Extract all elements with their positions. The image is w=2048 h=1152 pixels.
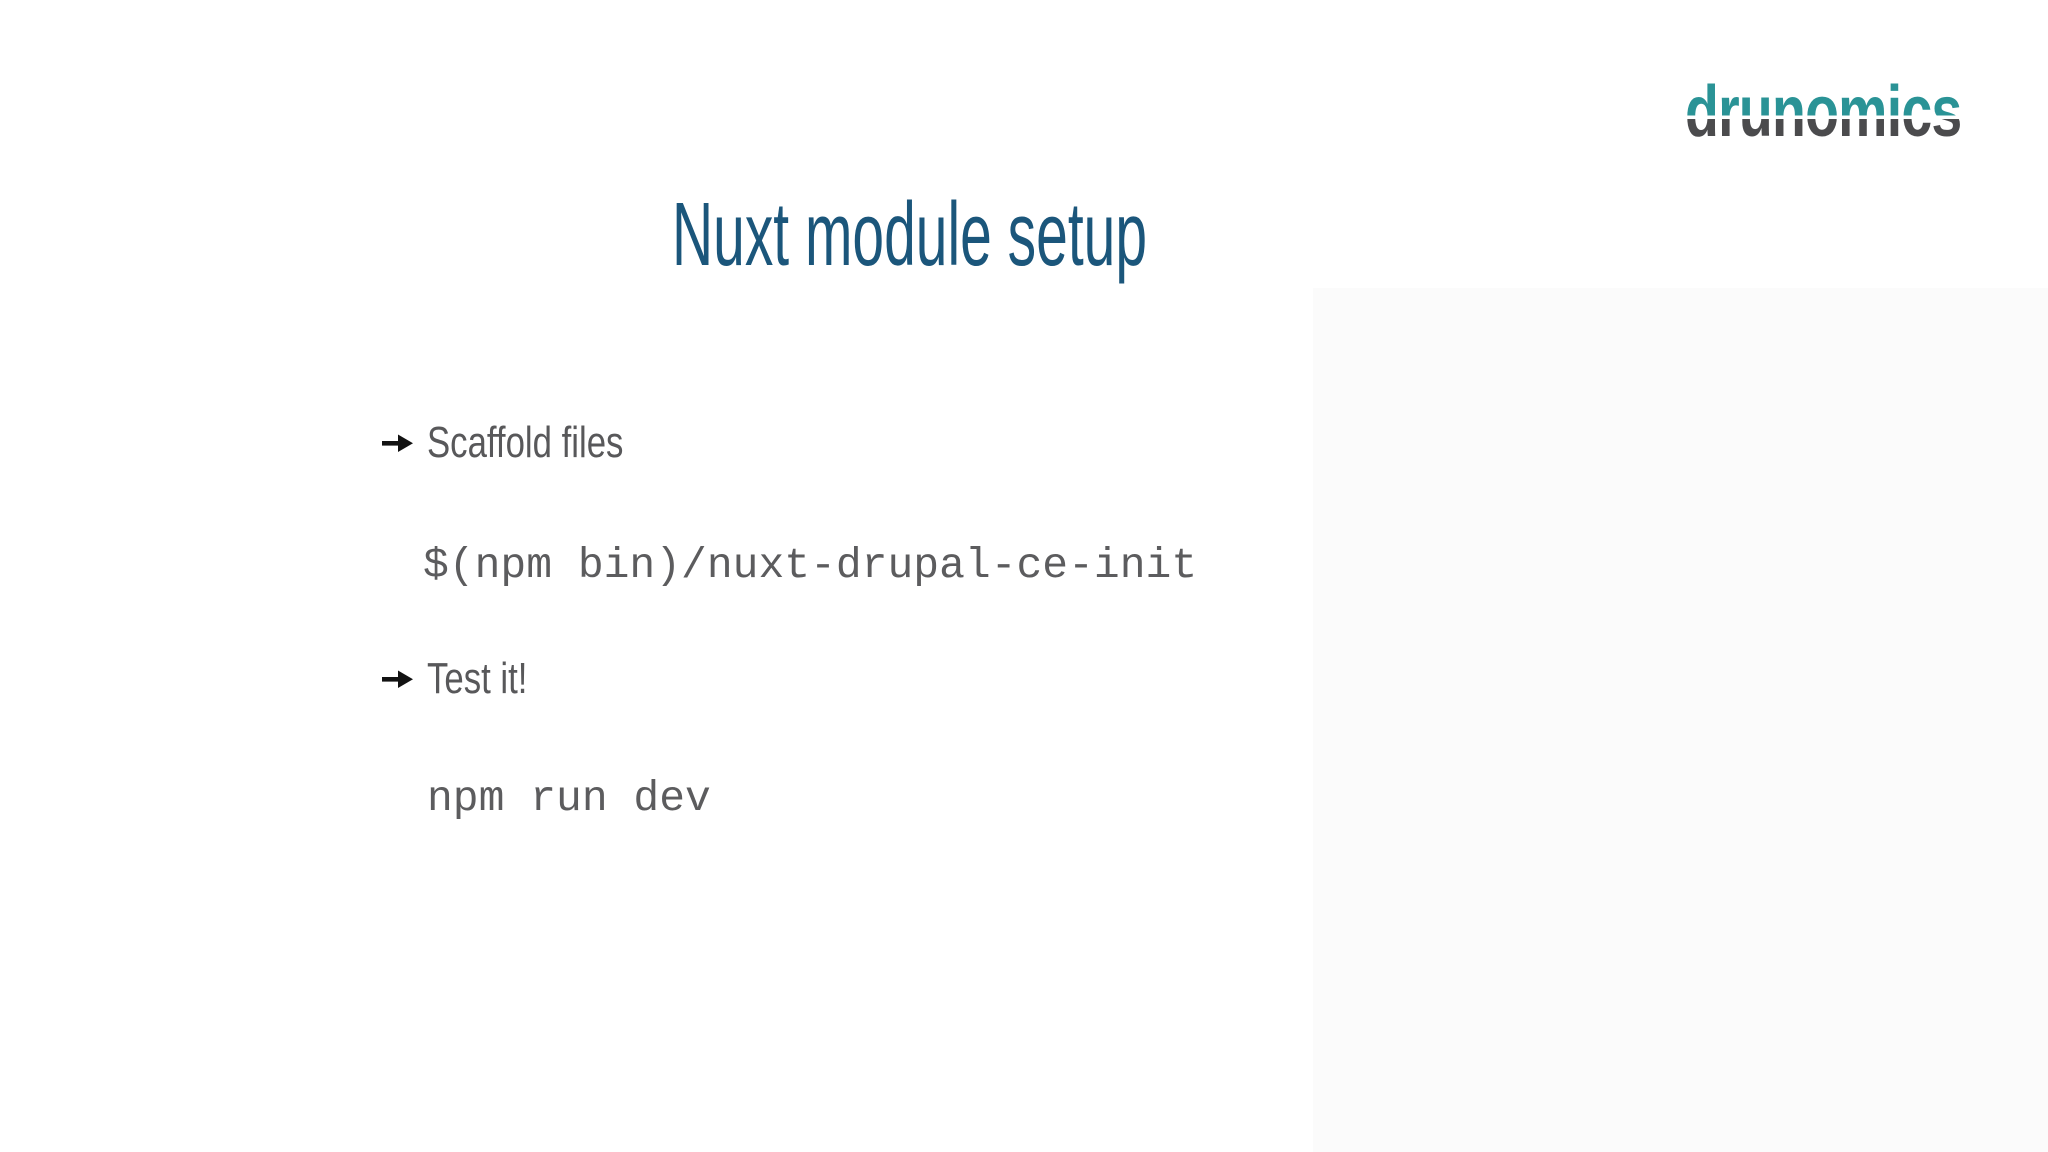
drunomics-logo: drunomics xyxy=(1685,72,1962,152)
code-run-dev-command: npm run dev xyxy=(427,774,711,823)
arrow-right-icon xyxy=(382,669,414,689)
code-scaffold-command: $(npm bin)/nuxt-drupal-ce-init xyxy=(423,541,1198,590)
arrow-right-icon xyxy=(382,433,414,453)
bullet-label-scaffold-files: Scaffold files xyxy=(427,418,624,467)
ghost-panel xyxy=(1313,288,2048,1152)
page-title: Nuxt module setup xyxy=(672,185,1148,285)
bullet-label-test-it: Test it! xyxy=(427,654,528,703)
